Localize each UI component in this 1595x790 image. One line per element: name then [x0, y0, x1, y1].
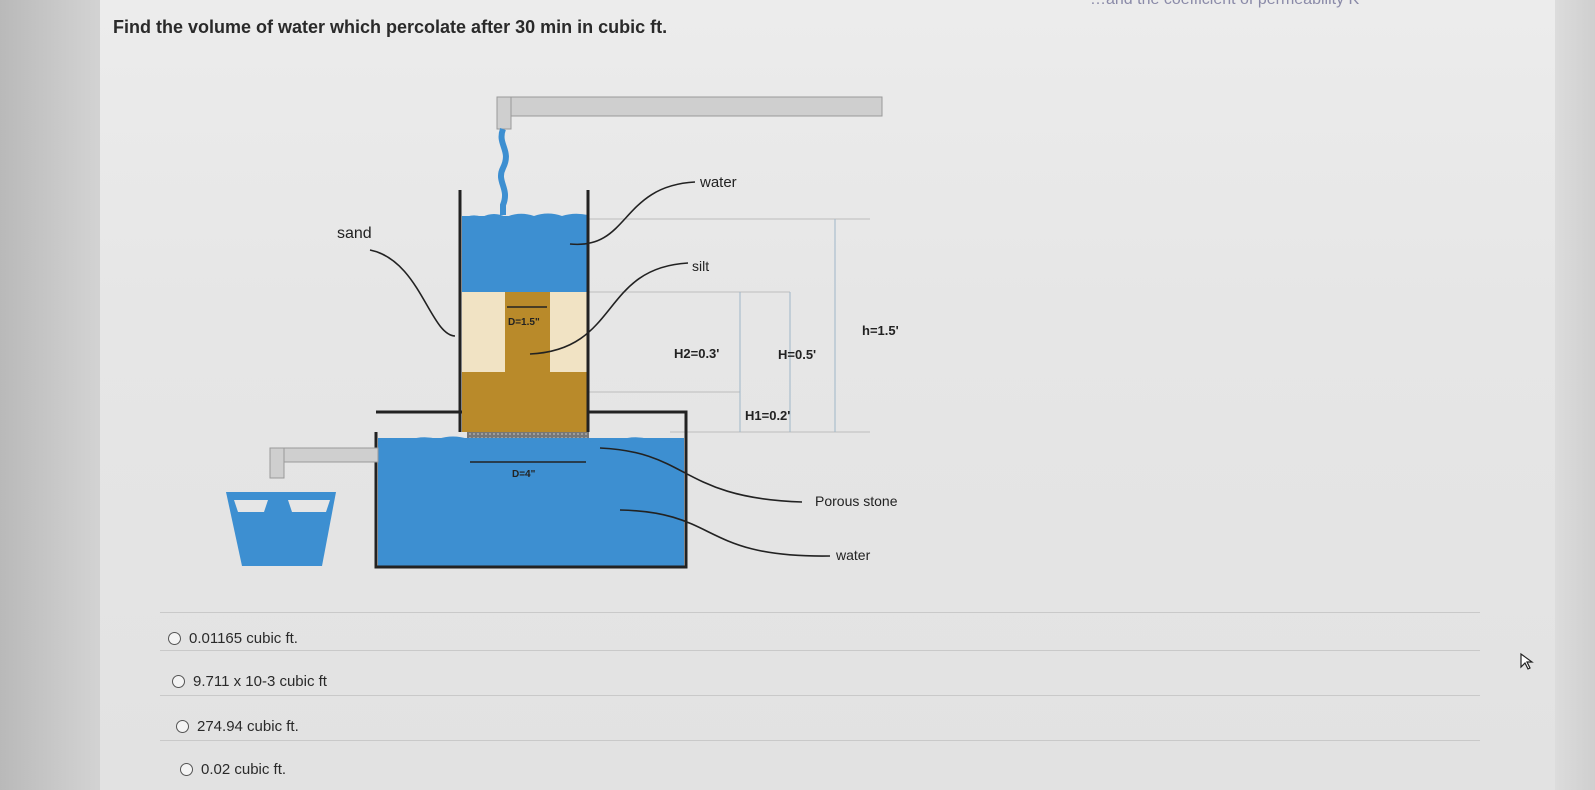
dimension-guide-lines [580, 218, 870, 433]
label-d-small: D=1.5" [508, 317, 540, 328]
answer-option-label: 0.02 cubic ft. [201, 761, 287, 778]
leader-silt [529, 262, 689, 355]
leader-water-top [569, 181, 696, 246]
label-porous-stone: Porous stone [815, 493, 898, 509]
label-d-large: D=4" [512, 469, 536, 480]
answer-option-label: 9.711 x 10-3 cubic ft [193, 673, 327, 690]
label-sand: sand [337, 225, 372, 242]
leader-sand [369, 249, 456, 337]
label-water-bottom: water [835, 547, 871, 563]
radio-button[interactable] [172, 675, 185, 688]
question-text: Find the volume of water which percolate… [113, 17, 668, 37]
answer-option[interactable]: 274.94 cubic ft. [176, 718, 299, 735]
silt-layer [462, 292, 588, 432]
answer-option[interactable]: 0.01165 cubic ft. [168, 630, 298, 647]
left-margin [0, 0, 118, 790]
separator [160, 740, 1480, 741]
outlet-pipe-and-bucket [226, 447, 379, 566]
label-water-top: water [699, 174, 737, 191]
leader-water-bottom [619, 509, 831, 557]
right-bezel [1555, 0, 1595, 790]
separator [160, 650, 1480, 651]
page-content [100, 0, 1560, 790]
answer-option[interactable]: 9.711 x 10-3 cubic ft [172, 673, 327, 690]
answer-option-label: 274.94 cubic ft. [197, 718, 299, 735]
answer-option[interactable]: 0.02 cubic ft. [180, 761, 286, 778]
radio-button[interactable] [168, 632, 181, 645]
lower-tank [374, 410, 688, 569]
radio-button[interactable] [180, 763, 193, 776]
label-h1: H1=0.2' [745, 408, 790, 423]
mouse-cursor-icon [1520, 652, 1534, 670]
upper-cylinder [458, 190, 590, 452]
radio-button[interactable] [176, 720, 189, 733]
answer-option-label: 0.01165 cubic ft. [189, 630, 298, 647]
separator [160, 695, 1480, 696]
separator [160, 612, 1480, 613]
label-h: h=1.5' [862, 323, 899, 338]
clipped-header-text: …and the coefficient of permeability K [1090, 0, 1359, 9]
label-h2: H2=0.3' [674, 346, 719, 361]
label-silt: silt [692, 258, 709, 274]
label-H: H=0.5' [778, 347, 816, 362]
supply-pipe [496, 96, 883, 215]
leader-porous-stone [599, 447, 803, 503]
